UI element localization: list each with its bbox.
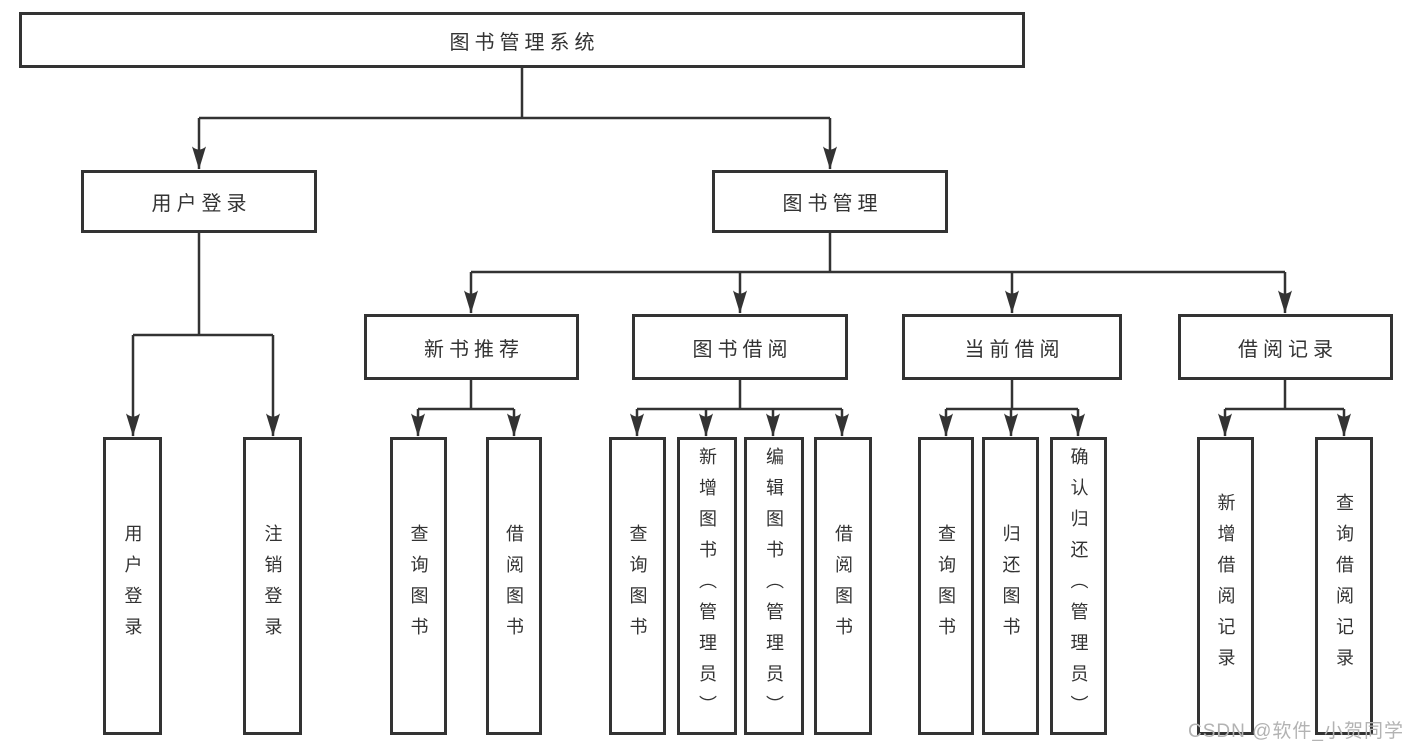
leaf-newbook-query-books: 查询图书: [390, 437, 447, 735]
leaf-newbook-borrow-books: 借阅图书: [486, 437, 542, 735]
node-current-borrow: 当前借阅: [902, 314, 1122, 380]
node-borrow-records: 借阅记录: [1178, 314, 1393, 380]
leaf-borrow-add-books-admin: 新增图书（管理员）: [677, 437, 737, 735]
leaf-user-login: 用户登录: [103, 437, 162, 735]
leaf-borrow-edit-books-admin: 编辑图书（管理员）: [744, 437, 804, 735]
leaf-current-query-books: 查询图书: [918, 437, 974, 735]
leaf-record-add-borrow-record: 新增借阅记录: [1197, 437, 1254, 735]
leaf-logout-login: 注销登录: [243, 437, 302, 735]
leaf-current-confirm-return-admin: 确认归还（管理员）: [1050, 437, 1107, 735]
leaf-borrow-query-books: 查询图书: [609, 437, 666, 735]
leaf-record-query-borrow-record: 查询借阅记录: [1315, 437, 1373, 735]
leaf-borrow-borrow-books: 借阅图书: [814, 437, 872, 735]
node-book-management: 图书管理: [712, 170, 948, 233]
node-root-library-system: 图书管理系统: [19, 12, 1025, 68]
csdn-watermark: CSDN @软件_小贺同学: [1188, 721, 1404, 742]
node-book-borrow: 图书借阅: [632, 314, 848, 380]
node-new-book-recommend: 新书推荐: [364, 314, 579, 380]
node-user-login: 用户登录: [81, 170, 317, 233]
leaf-current-return-books: 归还图书: [982, 437, 1039, 735]
